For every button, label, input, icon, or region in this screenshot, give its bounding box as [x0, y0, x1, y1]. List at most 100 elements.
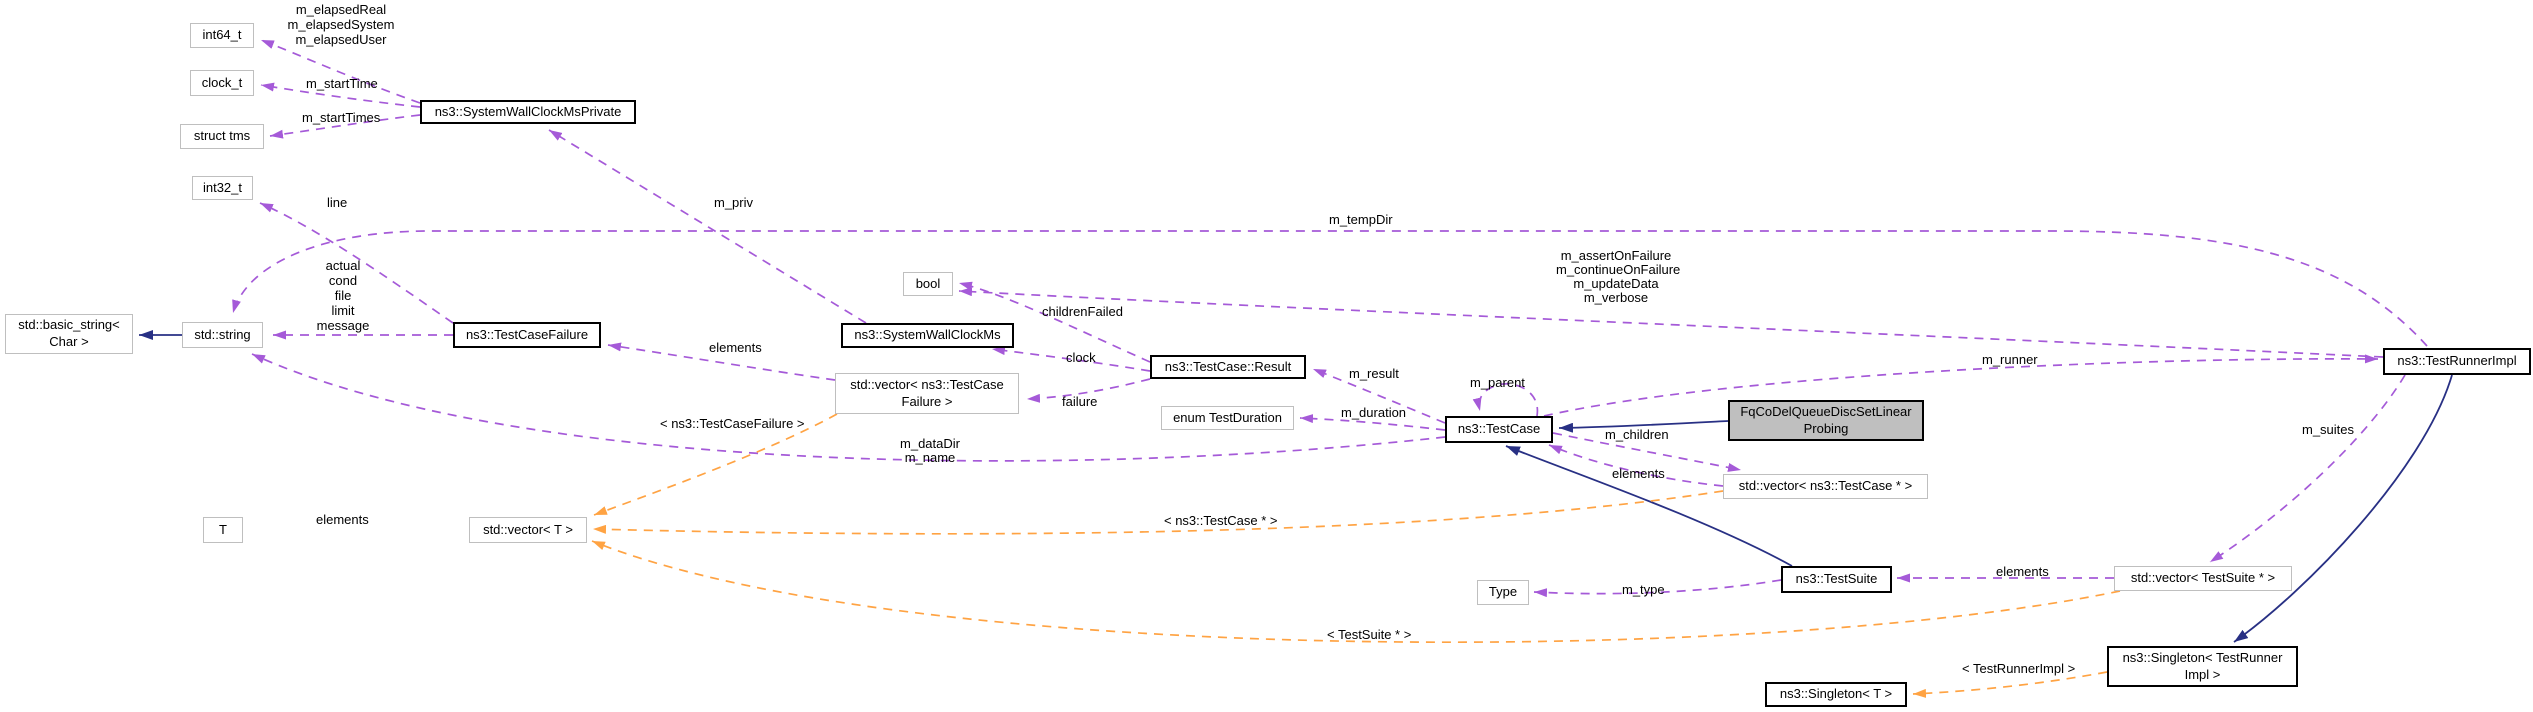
label-elapsed-members: m_elapsedReal m_elapsedSystem m_elapsedU… [285, 2, 397, 47]
node-test-runner-impl[interactable]: ns3::TestRunnerImpl [2383, 348, 2531, 375]
label-m-data-dir: m_dataDir [900, 436, 960, 451]
edge-failure-to-int32 [259, 202, 454, 324]
node-fq-codel-queue-disc-set-linear-probing: FqCoDelQueueDiscSetLinear Probing [1728, 400, 1924, 441]
label-elements-children: elements [1612, 466, 1665, 481]
label-m-type: m_type [1622, 582, 1665, 597]
edge-runnerimpl-to-singleton [2233, 374, 2453, 643]
node-fq-codel-line2: Probing [1803, 420, 1849, 436]
label-m-priv: m_priv [714, 195, 754, 210]
edge-testcase-to-string [251, 353, 1446, 462]
label-m-result: m_result [1349, 366, 1399, 381]
label-m-duration: m_duration [1341, 405, 1407, 420]
edge-singletonimpl-to-singletont [1912, 671, 2108, 698]
node-vector-test-case-ptr: std::vector< ns3::TestCase * > [1723, 474, 1928, 499]
node-int32-t: int32_t [192, 176, 253, 200]
label-children-failed: childrenFailed [1042, 304, 1123, 319]
node-system-wall-clock-ms[interactable]: ns3::SystemWallClockMs [841, 323, 1014, 348]
node-t: T [203, 517, 243, 543]
edge-result-to-swcms [991, 346, 1151, 372]
edge-vectortestcase-to-vectort [592, 490, 1724, 535]
label-failure: failure [1062, 394, 1098, 409]
node-vector-test-case-failure: std::vector< ns3::TestCase Failure > [835, 373, 1019, 414]
node-singleton-test-runner-impl-line2: Impl > [2184, 666, 2221, 682]
label-message: message [316, 318, 370, 333]
label-file: file [334, 288, 352, 303]
edge-vectortestcase-to-testcase [1548, 444, 1724, 487]
label-m-verbose: m_verbose [1583, 290, 1649, 305]
node-clock-t: clock_t [190, 70, 254, 96]
node-vector-test-case-failure-line1: std::vector< ns3::TestCase [850, 376, 1004, 392]
label-datadir-name: m_dataDir m_name [894, 437, 966, 465]
edge-testcase-to-result [1312, 368, 1446, 424]
node-bool: bool [903, 272, 953, 296]
node-singleton-test-runner-impl-line1: ns3::Singleton< TestRunner [2122, 649, 2283, 665]
node-vector-t: std::vector< T > [469, 517, 587, 543]
node-vector-test-suite-ptr: std::vector< TestSuite * > [2114, 566, 2292, 591]
label-m-temp-dir: m_tempDir [1329, 212, 1393, 227]
label-elements-failure: elements [709, 340, 762, 355]
label-elements-t: elements [316, 512, 369, 527]
node-vector-test-case-failure-line2: Failure > [901, 393, 953, 409]
label-template-test-case-ptr: < ns3::TestCase * > [1164, 513, 1278, 528]
label-template-test-case-failure: < ns3::TestCaseFailure > [660, 416, 805, 431]
edge-testsuite-to-testcase [1505, 445, 1793, 567]
node-singleton-test-runner-impl[interactable]: ns3::Singleton< TestRunner Impl > [2107, 646, 2298, 687]
label-m-start-time: m_startTime [306, 76, 378, 91]
label-m-start-times: m_startTimes [302, 110, 381, 125]
label-failure-fields: actual cond file limit message [312, 258, 374, 333]
node-singleton-t[interactable]: ns3::Singleton< T > [1765, 682, 1907, 707]
edge-testcase-to-runner [1543, 354, 2379, 417]
label-m-runner: m_runner [1982, 352, 2038, 367]
label-m-update-data: m_updateData [1573, 276, 1659, 291]
label-template-test-suite-ptr: < TestSuite * > [1327, 627, 1412, 642]
label-m-suites: m_suites [2302, 422, 2355, 437]
label-elements-suites: elements [1996, 564, 2049, 579]
label-cond: cond [328, 273, 358, 288]
node-test-case[interactable]: ns3::TestCase [1445, 416, 1553, 443]
edge-result-to-vectorfailure [1026, 378, 1151, 403]
node-test-case-result[interactable]: ns3::TestCase::Result [1150, 355, 1306, 379]
node-basic-string: std::basic_string< Char > [5, 314, 133, 354]
label-m-name: m_name [904, 450, 956, 465]
edge-fqcodel-to-testcase [1558, 420, 1729, 433]
edge-testcase-to-duration [1299, 414, 1446, 431]
node-basic-string-line1: std::basic_string< [18, 317, 120, 333]
edge-vectorfailure-to-failure [607, 342, 836, 381]
edge-result-to-bool [958, 281, 1151, 363]
label-actual: actual [325, 258, 361, 273]
label-runner-flags: m_assertOnFailure m_continueOnFailure m_… [1556, 248, 1681, 305]
edge-runner-to-string [232, 230, 2428, 347]
label-m-children: m_children [1605, 427, 1669, 442]
node-struct-tms: struct tms [180, 124, 264, 149]
edge-runner-to-bool [958, 287, 2384, 358]
node-test-suite[interactable]: ns3::TestSuite [1781, 566, 1892, 593]
label-clock: clock [1066, 350, 1096, 365]
label-m-assert-on-failure: m_assertOnFailure [1560, 248, 1672, 263]
node-std-string: std::string [182, 322, 263, 348]
label-m-continue-on-failure: m_continueOnFailure [1556, 262, 1681, 277]
node-int64-t: int64_t [190, 23, 254, 48]
label-template-test-runner-impl: < TestRunnerImpl > [1962, 661, 2076, 676]
node-type: Type [1477, 580, 1529, 605]
label-m-elapsed-user: m_elapsedUser [295, 32, 387, 47]
edge-private-to-int64 [260, 39, 421, 104]
label-m-elapsed-system: m_elapsedSystem [287, 17, 395, 32]
node-system-wall-clock-ms-private[interactable]: ns3::SystemWallClockMsPrivate [420, 100, 636, 124]
label-m-elapsed-real: m_elapsedReal [295, 2, 387, 17]
edge-runner-to-vectorsuite [2209, 374, 2406, 563]
edge-testcase-self-loop [1472, 382, 1539, 417]
node-test-case-failure[interactable]: ns3::TestCaseFailure [453, 322, 601, 348]
edge-testcase-to-vectortestcase [1552, 432, 1742, 472]
node-basic-string-line2: Char > [49, 334, 89, 349]
edge-private-to-clock [260, 82, 421, 108]
edge-swcms-to-private [548, 129, 867, 324]
node-fq-codel-line1: FqCoDelQueueDiscSetLinear [1740, 403, 1912, 419]
label-limit: limit [331, 303, 355, 318]
edge-vectorsuite-to-vectort [591, 540, 2121, 643]
node-enum-test-duration: enum TestDuration [1161, 406, 1294, 430]
edge-private-to-tms [269, 114, 421, 139]
edge-vectorfailure-to-vectort [593, 413, 838, 516]
label-m-parent: m_parent [1470, 375, 1525, 390]
